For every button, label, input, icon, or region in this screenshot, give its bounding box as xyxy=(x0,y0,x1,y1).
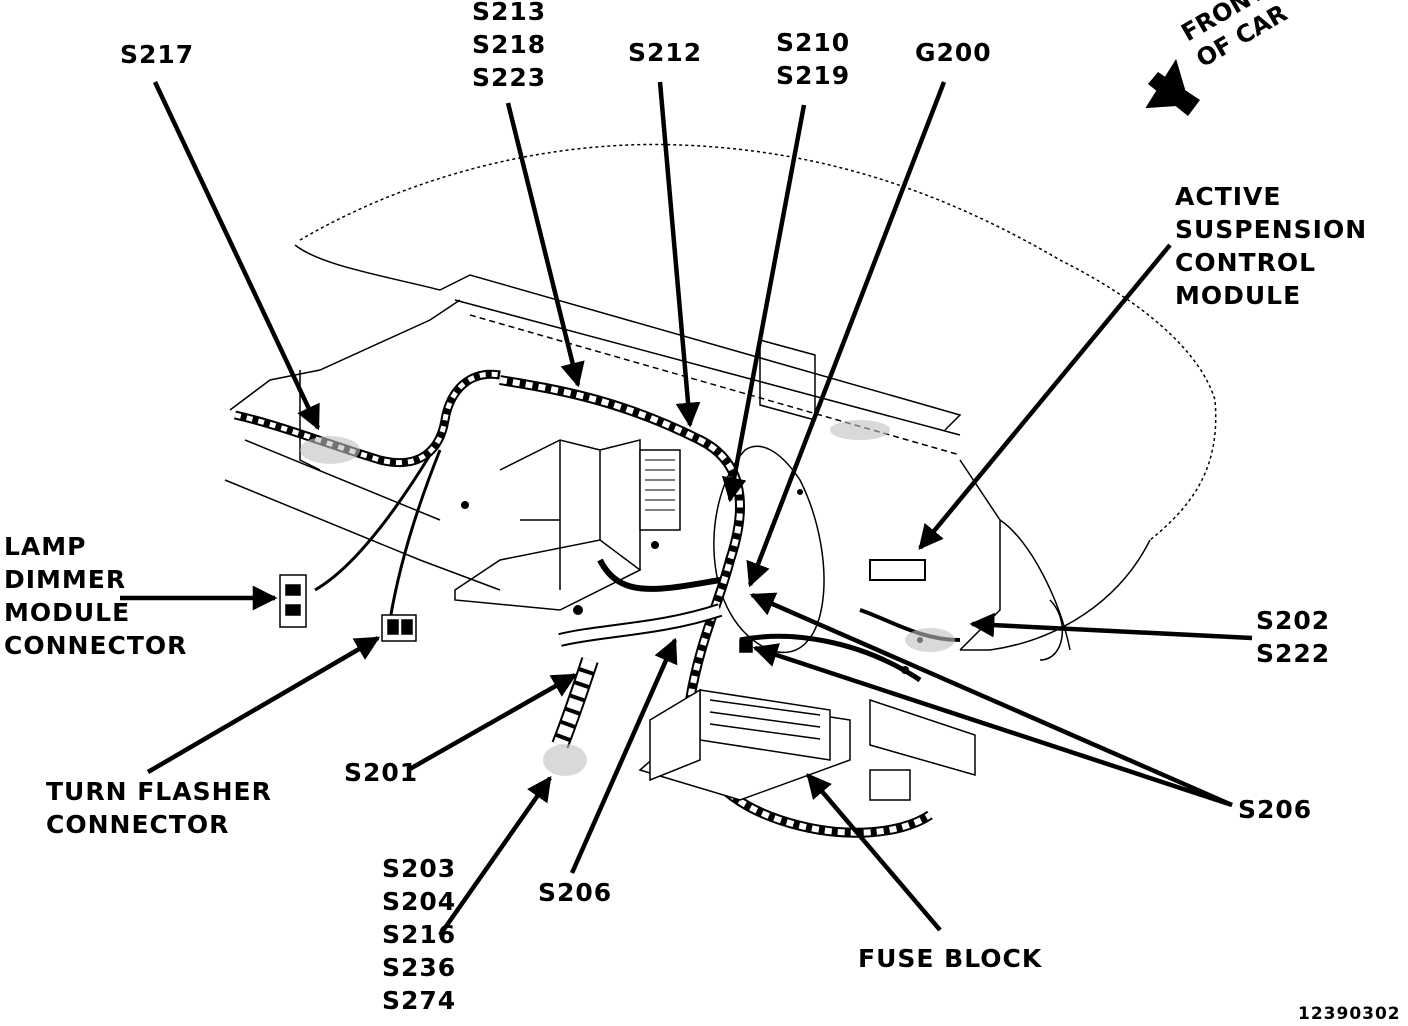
label-s212: S212 xyxy=(628,38,703,67)
arrow-active-suspension xyxy=(918,243,1172,550)
label-s206-bottom: S206 xyxy=(538,878,613,907)
arrow-s210-group xyxy=(721,104,807,503)
front-of-car-arrow-icon xyxy=(1145,58,1200,116)
arrow-s212 xyxy=(657,81,701,428)
arrow-g200 xyxy=(746,81,947,588)
label-s202-s222: S202 S222 xyxy=(1256,606,1331,668)
label-s213-s218-s223: S213 S218 S223 xyxy=(472,0,547,92)
connectors xyxy=(279,449,911,801)
arrow-s202-group xyxy=(969,612,1253,641)
fuse-block-illustration xyxy=(638,688,851,801)
label-fuse-block: FUSE BLOCK xyxy=(858,944,1043,973)
label-turn-flasher-connector: TURN FLASHER CONNECTOR xyxy=(46,777,272,839)
label-lamp-dimmer-module-connector: LAMP DIMMER MODULE CONNECTOR xyxy=(4,532,188,660)
callout-arrows xyxy=(120,81,1253,937)
arrow-s201 xyxy=(406,673,578,772)
figure-number: 12390302 xyxy=(1298,1004,1401,1024)
arrow-s206-bottom xyxy=(569,637,678,874)
arrow-fuse-block xyxy=(806,773,942,932)
label-s201: S201 xyxy=(344,758,419,787)
label-s206-right: S206 xyxy=(1238,795,1313,824)
label-s203-s204-s216-s236-s274: S203 S204 S216 S236 S274 xyxy=(382,854,457,1015)
shading xyxy=(300,420,955,776)
arrow-s206-right-1 xyxy=(749,592,1233,808)
arrow-s217 xyxy=(152,81,321,431)
wire-harness xyxy=(234,369,961,838)
arrow-s206-right-2 xyxy=(752,643,1233,808)
label-s217: S217 xyxy=(120,40,195,69)
label-active-suspension-control-module: ACTIVE SUSPENSION CONTROL MODULE xyxy=(1175,182,1368,310)
label-s210-s219: S210 S219 xyxy=(776,28,851,90)
label-g200: G200 xyxy=(915,38,992,67)
arrow-s203-group xyxy=(438,775,552,937)
arrow-s213-group xyxy=(505,102,585,388)
arrow-turn-flasher xyxy=(146,636,381,774)
